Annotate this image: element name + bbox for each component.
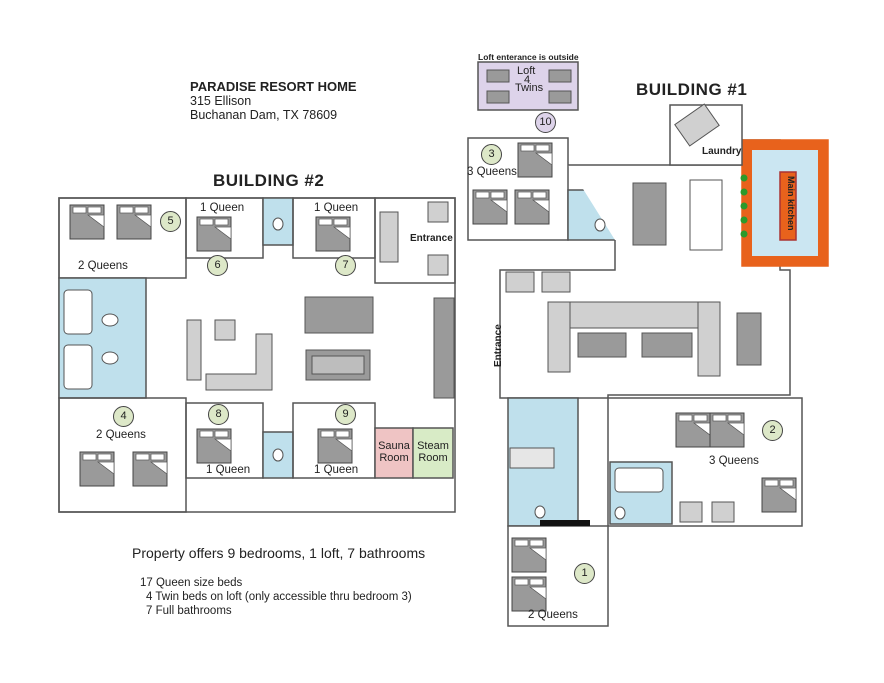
loft-label: Loft (517, 65, 536, 77)
address-line-1: 315 Ellison (190, 94, 252, 108)
room-5-label: 2 Queens (78, 260, 128, 272)
room-number-3: 3 (481, 144, 502, 165)
queen-beds-note: 17 Queen size beds (140, 577, 243, 589)
room-8-label: 1 Queen (206, 464, 251, 476)
room-number-10: 10 (535, 112, 556, 133)
building-1-title: BUILDING #1 (636, 80, 748, 99)
room-1-label: 2 Queens (528, 609, 578, 621)
room-number-2: 2 (762, 420, 783, 441)
loft-count: 4 (524, 74, 531, 86)
building-1-furniture (472, 69, 797, 612)
room-6-label: 1 Queen (200, 202, 245, 214)
building-2-entrance-label: Entrance (410, 233, 453, 244)
twin-beds-note: 4 Twin beds on loft (only accessible thr… (146, 591, 412, 603)
laundry-label: Laundry (702, 146, 742, 157)
room-number-1: 1 (574, 563, 595, 584)
room-9-label: 1 Queen (314, 464, 359, 476)
loft-beds: Twins (515, 82, 544, 94)
building-2-furniture (63, 201, 455, 487)
room-number-9: 9 (335, 404, 356, 425)
property-summary: Property offers 9 bedrooms, 1 loft, 7 ba… (132, 545, 426, 561)
room-number-4: 4 (113, 406, 134, 427)
sauna-room-label: Sauna Room (378, 440, 410, 464)
room-number-7: 7 (335, 255, 356, 276)
loft-entrance-note: Loft enterance is outside (478, 52, 579, 62)
main-kitchen-label: Main kitchen (786, 176, 796, 231)
room-number-6: 6 (207, 255, 228, 276)
property-title: PARADISE RESORT HOME (190, 79, 357, 94)
room-number-5: 5 (160, 211, 181, 232)
address-line-2: Buchanan Dam, TX 78609 (190, 108, 338, 122)
room-2-label: 3 Queens (709, 455, 759, 467)
building-2-title: BUILDING #2 (213, 171, 325, 190)
building-1-entrance-label: Entrance (493, 324, 504, 367)
room-4-label: 2 Queens (96, 429, 146, 441)
room-7-label: 1 Queen (314, 202, 359, 214)
steam-room-label: Steam Room (417, 440, 449, 464)
bathrooms-note: 7 Full bathrooms (146, 605, 232, 617)
room-number-8: 8 (208, 404, 229, 425)
room-3-label: 3 Queens (467, 166, 517, 178)
